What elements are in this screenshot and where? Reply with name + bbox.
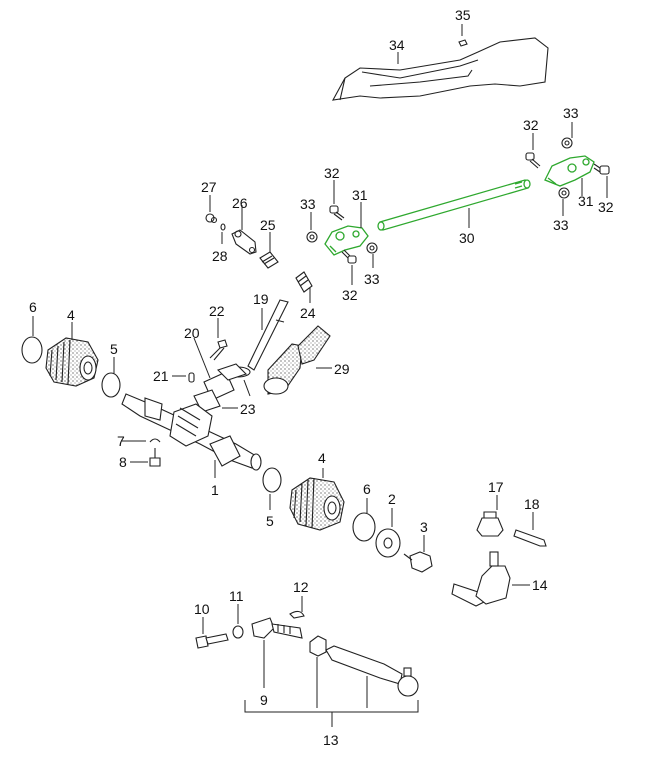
part-10-bolt[interactable]: [195, 633, 229, 649]
callout-27[interactable]: 27: [201, 179, 217, 195]
part-24-bushing[interactable]: [295, 271, 313, 293]
part-2-thrust-washer[interactable]: [375, 528, 401, 558]
part-3-inner-tie-rod-joint[interactable]: [403, 551, 433, 573]
callout-21[interactable]: 21: [153, 368, 169, 384]
part-6-clamp-ring[interactable]: [352, 512, 376, 542]
callout-11[interactable]: 11: [229, 588, 244, 604]
callout-33[interactable]: 33: [563, 105, 579, 121]
callout-28[interactable]: 28: [212, 248, 228, 264]
callout-13[interactable]: 13: [323, 732, 339, 748]
part-33-nut[interactable]: [561, 137, 573, 149]
part-32-bolt[interactable]: [329, 205, 345, 221]
callout-18[interactable]: 18: [524, 496, 540, 512]
part-13-nut[interactable]: [309, 635, 327, 657]
callout-25[interactable]: 25: [260, 217, 276, 233]
callout-33[interactable]: 33: [553, 217, 569, 233]
part-9-tie-rod-clamp[interactable]: [251, 617, 303, 639]
callout-35[interactable]: 35: [455, 7, 471, 23]
callout-32[interactable]: 32: [324, 165, 340, 181]
part-31-universal-joint-upper[interactable]: [544, 155, 595, 187]
callout-33[interactable]: 33: [364, 271, 380, 287]
part-23-shim[interactable]: [193, 363, 248, 413]
callout-14[interactable]: 14: [532, 577, 548, 593]
part-22-bolt[interactable]: [209, 339, 228, 361]
part-30-intermediate-shaft[interactable]: [377, 179, 531, 231]
callout-1[interactable]: 1: [211, 482, 219, 498]
callout-7[interactable]: 7: [117, 433, 125, 449]
callout-30[interactable]: 30: [459, 230, 475, 246]
part-8-screw[interactable]: [149, 448, 161, 467]
part-14-tie-rod-end[interactable]: [451, 551, 511, 607]
part-32-bolt[interactable]: [593, 163, 610, 175]
callout-4[interactable]: 4: [318, 450, 326, 466]
callout-19[interactable]: 19: [253, 291, 269, 307]
part-33-nut[interactable]: [306, 231, 318, 243]
part-12-cotter-pin[interactable]: [289, 610, 305, 619]
callout-9[interactable]: 9: [260, 692, 268, 708]
callout-3[interactable]: 3: [420, 519, 428, 535]
callout-31[interactable]: 31: [352, 187, 368, 203]
part-32-bolt[interactable]: [341, 249, 357, 264]
part-7-circlip[interactable]: [149, 438, 161, 443]
callout-6[interactable]: 6: [29, 299, 37, 315]
part-6-clamp-ring[interactable]: [21, 336, 43, 364]
part-11-lock-washer[interactable]: [232, 625, 244, 639]
callout-5[interactable]: 5: [110, 341, 118, 357]
callout-23[interactable]: 23: [240, 401, 256, 417]
part-31-universal-joint-lower[interactable]: [324, 225, 369, 256]
callout-4[interactable]: 4: [67, 307, 75, 323]
callout-26[interactable]: 26: [232, 195, 248, 211]
callout-5[interactable]: 5: [266, 513, 274, 529]
callout-20[interactable]: 20: [184, 325, 200, 341]
callout-34[interactable]: 34: [389, 37, 405, 53]
callout-32[interactable]: 32: [523, 117, 539, 133]
part-25-bushing[interactable]: [259, 251, 279, 269]
part-28-washer[interactable]: [220, 223, 226, 231]
part-21-pin[interactable]: [188, 372, 195, 383]
part-29-rubber-boot[interactable]: [263, 325, 331, 395]
part-27-screw[interactable]: [205, 213, 218, 224]
part-17-castle-nut[interactable]: [476, 511, 504, 537]
callout-33[interactable]: 33: [300, 196, 316, 212]
callout-12[interactable]: 12: [293, 579, 309, 595]
callout-29[interactable]: 29: [334, 361, 350, 377]
part-34-heat-shield[interactable]: [331, 37, 549, 101]
part-33-nut[interactable]: [366, 242, 378, 254]
callout-10[interactable]: 10: [194, 601, 210, 617]
part-33-nut[interactable]: [558, 187, 570, 199]
callout-8[interactable]: 8: [119, 454, 127, 470]
part-32-bolt[interactable]: [525, 152, 541, 169]
callout-17[interactable]: 17: [488, 479, 504, 495]
part-35-clip[interactable]: [458, 39, 468, 47]
callout-31[interactable]: 31: [578, 193, 594, 209]
callout-6[interactable]: 6: [363, 481, 371, 497]
callout-22[interactable]: 22: [209, 303, 225, 319]
part-13-tie-rod[interactable]: [325, 645, 419, 697]
callout-32[interactable]: 32: [342, 287, 358, 303]
part-5-clamp-ring[interactable]: [262, 467, 282, 493]
part-18-cotter-pin[interactable]: [513, 529, 547, 547]
part-5-clamp-ring[interactable]: [101, 372, 121, 398]
part-26-bracket[interactable]: [231, 229, 257, 255]
part-1-steering-gear-housing[interactable]: [121, 393, 262, 471]
callout-24[interactable]: 24: [300, 305, 316, 321]
callout-32[interactable]: 32: [598, 199, 614, 215]
callout-2[interactable]: 2: [388, 491, 396, 507]
part-4-bellows[interactable]: [45, 337, 99, 387]
part-4-bellows[interactable]: [289, 477, 345, 531]
